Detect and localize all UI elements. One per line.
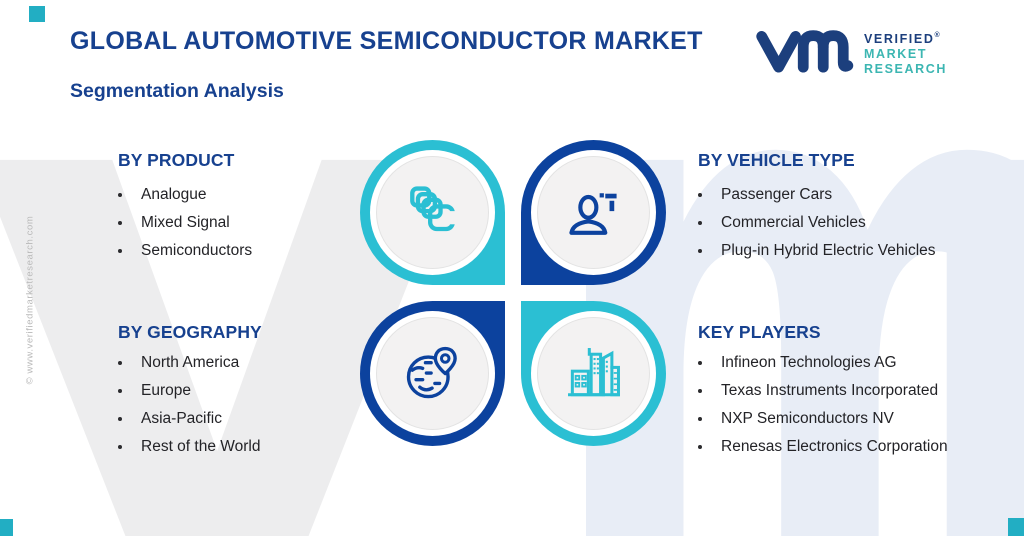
pod-geography [360,301,505,446]
person-icon [568,192,617,235]
bullet-list: Infineon Technologies AG Texas Instrumen… [698,349,948,461]
list-item: Analogue [118,181,252,209]
bullet-list: North America Europe Asia-Pacific Rest o… [118,349,262,461]
list-item: Europe [118,377,262,405]
corner-square-top-left [29,6,45,22]
list-item: Rest of the World [118,433,262,461]
globe-pin-icon [406,346,457,398]
list-item-label: Commercial Vehicles [721,214,866,231]
list-item: NXP Semiconductors NV [698,405,948,433]
list-item: Texas Instruments Incorporated [698,377,948,405]
bullet-dot [698,193,702,197]
list-item: Asia-Pacific [118,405,262,433]
corner-square-bottom-left [0,519,13,536]
bullet-dot [698,417,702,421]
section-heading: KEY PLAYERS [698,322,821,342]
list-item: Plug-in Hybrid Electric Vehicles [698,237,936,265]
bullet-list: Analogue Mixed Signal Semiconductors [118,181,252,265]
bullet-list: Passenger Cars Commercial Vehicles Plug-… [698,181,936,265]
list-item-label: Analogue [141,186,207,203]
registered-mark: ® [934,32,940,39]
watermark-letter-r: r [895,0,1024,536]
list-item-label: North America [141,354,240,371]
pod-disc [376,317,489,430]
list-item: Renesas Electronics Corporation [698,433,948,461]
bullet-dot [698,249,702,253]
list-item-label: Rest of the World [141,438,261,455]
page-subtitle: Segmentation Analysis [70,80,284,102]
bullet-dot [118,221,122,225]
bullet-dot [698,445,702,449]
list-item-label: Infineon Technologies AG [721,354,897,371]
list-item: Commercial Vehicles [698,209,936,237]
copies-icon [409,185,457,231]
list-item-label: Passenger Cars [721,186,833,203]
bullet-dot [118,445,122,449]
pod-disc [537,156,650,269]
list-item-label: Renesas Electronics Corporation [721,438,948,455]
section-heading: BY VEHICLE TYPE [698,150,855,170]
list-item: Infineon Technologies AG [698,349,948,377]
logo-line-research: RESEARCH [864,62,947,76]
list-item-label: Plug-in Hybrid Electric Vehicles [721,242,936,259]
bullet-dot [118,249,122,253]
page-title: GLOBAL AUTOMOTIVE SEMICONDUCTOR MARKET [70,27,703,55]
vmr-monogram-icon [756,30,854,73]
bullet-dot [118,361,122,365]
pod-disc [376,156,489,269]
list-item-label: Asia-Pacific [141,410,222,427]
list-item: Mixed Signal [118,209,252,237]
vmr-logo: VERIFIED® MARKET RESEARCH [754,27,947,77]
list-item-label: NXP Semiconductors NV [721,410,894,427]
list-item-label: Texas Instruments Incorporated [721,382,939,399]
bullet-dot [118,417,122,421]
list-item-label: Mixed Signal [141,214,230,231]
pod-product [360,140,505,285]
section-by-product: BY PRODUCT Analogue Mixed Signal Semicon… [118,148,252,265]
bullet-dot [698,389,702,393]
logo-line-market: MARKET [864,47,928,61]
list-item-label: Europe [141,382,191,399]
list-item: North America [118,349,262,377]
section-key-players: KEY PLAYERS Infineon Technologies AG Tex… [698,320,948,461]
pod-disc [537,317,650,430]
section-heading: BY GEOGRAPHY [118,322,262,342]
pod-vehicle [521,140,666,285]
logo-line-verified: VERIFIED® [864,32,940,46]
pod-players [521,301,666,446]
list-item: Semiconductors [118,237,252,265]
side-copyright-text: © www.verifiedmarketresearch.com [24,215,36,385]
corner-square-bottom-right [1008,518,1024,536]
list-item-label: Semiconductors [141,242,253,259]
section-by-geography: BY GEOGRAPHY North America Europe Asia-P… [118,320,262,461]
section-by-vehicle-type: BY VEHICLE TYPE Passenger Cars Commercia… [698,148,936,265]
buildings-icon [567,347,620,396]
list-item: Passenger Cars [698,181,936,209]
logo-wordmark: VERIFIED® MARKET RESEARCH [864,28,947,77]
section-heading: BY PRODUCT [118,150,235,170]
bullet-dot [118,193,122,197]
bullet-dot [698,361,702,365]
bullet-dot [698,221,702,225]
bullet-dot [118,389,122,393]
